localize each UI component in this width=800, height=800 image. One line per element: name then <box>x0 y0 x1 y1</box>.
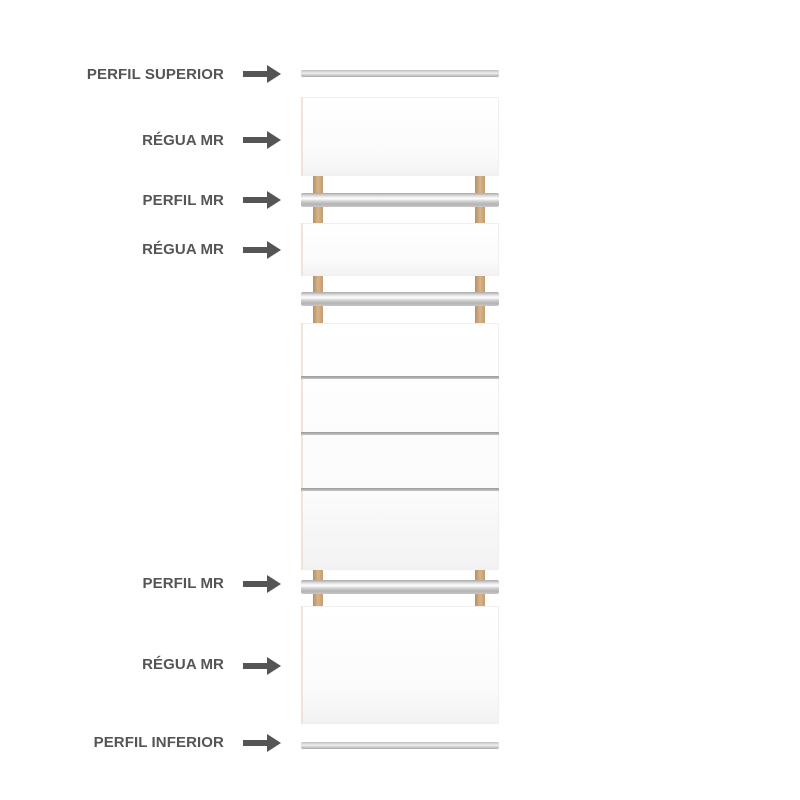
regua-mr-panel <box>301 97 499 176</box>
right-arrow-icon <box>243 734 281 752</box>
perfil-inferior <box>301 742 499 749</box>
perfil-mr <box>301 292 499 306</box>
label-perfil-inferior: PERFIL INFERIOR <box>93 734 224 751</box>
right-arrow-icon <box>243 131 281 149</box>
regua-mr-panel-group <box>301 323 499 570</box>
perfil-mr <box>301 193 499 207</box>
regua-mr-panel <box>301 223 499 276</box>
perfil-mr <box>301 580 499 594</box>
regua-mr-panel <box>301 606 499 724</box>
panel-groove <box>301 432 499 435</box>
label-regua-mr-1: RÉGUA MR <box>142 132 224 149</box>
right-arrow-icon <box>243 657 281 675</box>
panel-groove <box>301 376 499 379</box>
right-arrow-icon <box>243 575 281 593</box>
label-perfil-mr-1: PERFIL MR <box>142 192 224 209</box>
label-regua-mr-3: RÉGUA MR <box>142 656 224 673</box>
panel-groove <box>301 488 499 491</box>
right-arrow-icon <box>243 191 281 209</box>
right-arrow-icon <box>243 241 281 259</box>
label-perfil-superior: PERFIL SUPERIOR <box>86 66 224 83</box>
right-arrow-icon <box>243 65 281 83</box>
label-regua-mr-2: RÉGUA MR <box>142 241 224 258</box>
label-perfil-mr-2: PERFIL MR <box>142 575 224 592</box>
perfil-superior <box>301 70 499 77</box>
